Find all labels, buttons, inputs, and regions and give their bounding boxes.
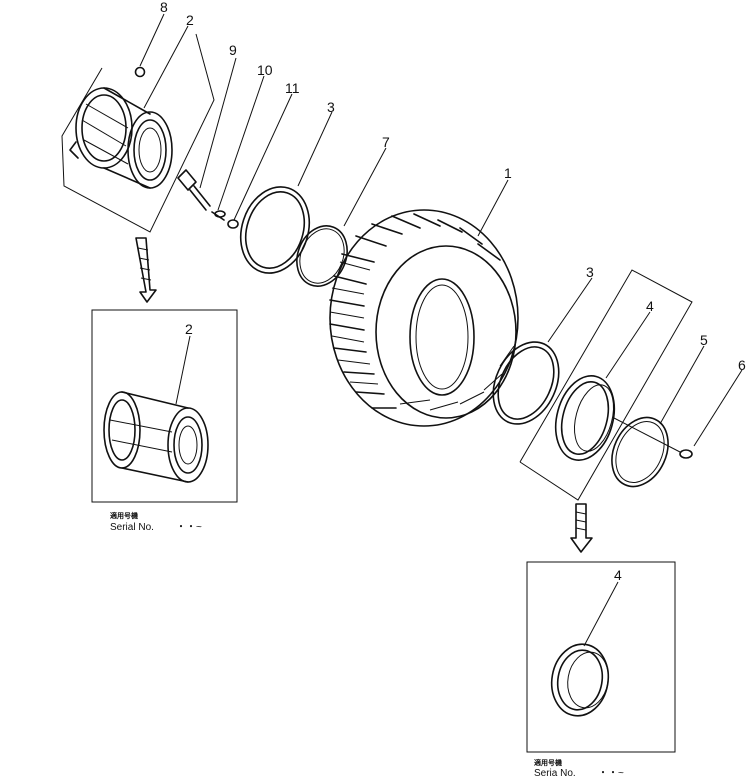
tire <box>329 209 519 427</box>
callout-9: 9 <box>229 42 237 58</box>
serial-note-left: 適用号機 Serial No. ・・~ <box>110 511 202 533</box>
wheel-rim <box>69 87 173 189</box>
callout-2-inset: 2 <box>185 321 193 337</box>
applicable-machine-label-right: 適用号機 <box>534 758 562 767</box>
serial-range-right: ・・~ <box>598 768 624 777</box>
side-flange-4 <box>554 375 616 461</box>
right-inset <box>526 561 676 753</box>
part4-frame <box>519 269 693 501</box>
o-ring-7 <box>296 225 348 287</box>
callout-4-inset: 4 <box>614 567 622 583</box>
small-parts <box>211 210 239 229</box>
callout-7: 7 <box>382 134 390 150</box>
callout-2-top: 2 <box>186 12 194 28</box>
nut-10 <box>214 210 226 218</box>
serial-label-right: Seria No. <box>534 768 576 777</box>
washer-11 <box>227 219 239 229</box>
callout-labels: 8 2 9 10 11 3 7 1 3 4 5 6 2 4 <box>160 0 746 583</box>
serial-range-left: ・・~ <box>176 522 202 533</box>
callout-11: 11 <box>285 80 300 96</box>
callout-3-right: 3 <box>586 264 594 280</box>
callout-6: 6 <box>738 357 746 373</box>
lock-ring-3-left <box>239 186 311 274</box>
lock-ring-5 <box>611 416 669 488</box>
serial-note-right: 適用号機 Seria No. ・・~ <box>534 758 624 777</box>
applicable-machine-label-left: 適用号機 <box>110 511 138 520</box>
valve-cap <box>134 66 146 78</box>
serial-label-left: Serial No. <box>110 522 154 533</box>
callout-5: 5 <box>700 332 708 348</box>
arrow-left <box>135 237 157 303</box>
leader-lines <box>139 13 743 647</box>
callout-3-top: 3 <box>327 99 335 115</box>
left-inset <box>91 309 238 503</box>
rim-assembly-group <box>61 33 215 233</box>
lock-ring-3-right <box>492 341 560 425</box>
callout-4-main: 4 <box>646 298 654 314</box>
callout-8: 8 <box>160 0 168 15</box>
callout-10: 10 <box>257 62 273 78</box>
o-ring-6 <box>679 449 693 459</box>
callout-1: 1 <box>504 165 512 181</box>
arrow-right <box>570 503 593 553</box>
